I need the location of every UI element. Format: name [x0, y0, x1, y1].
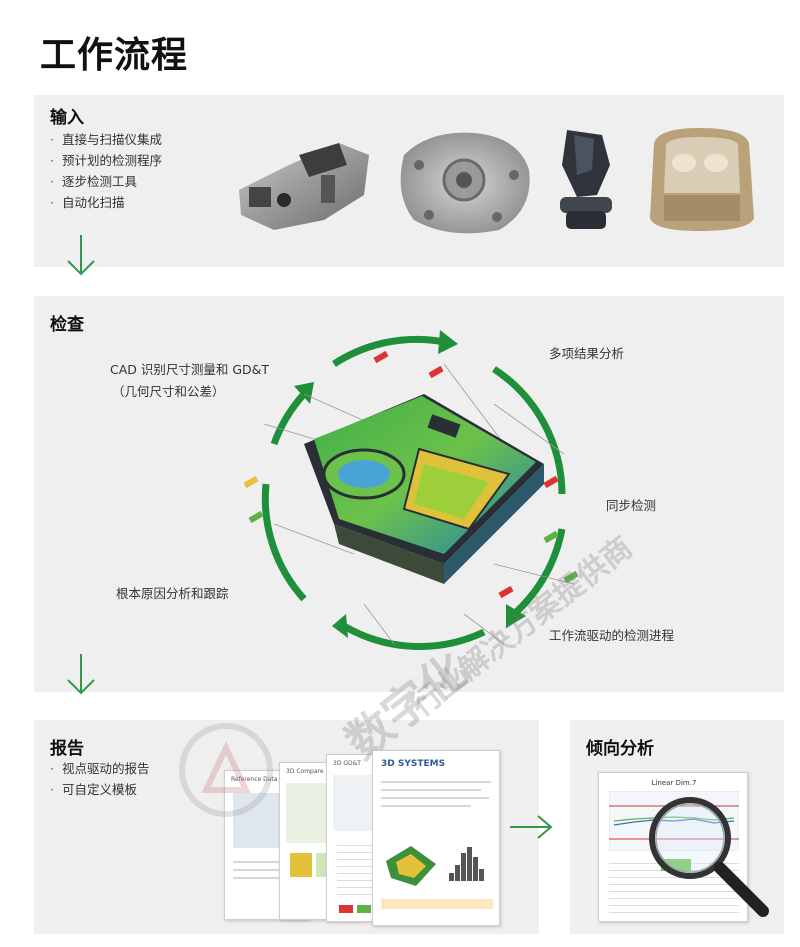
list-item: 自动化扫描 [50, 192, 162, 213]
list-item: 视点驱动的报告 [50, 758, 150, 779]
list-item: 可自定义模板 [50, 779, 150, 800]
sync-inspect-label: 同步检测 [606, 498, 657, 513]
doc-title: 3D Compare [286, 768, 324, 775]
root-cause-label: 根本原因分析和跟踪 [116, 586, 229, 601]
workflow-label: 工作流驱动的检测进程 [549, 628, 675, 643]
inspection-cycle-diagram [244, 330, 579, 650]
arrow-down-icon [67, 235, 95, 276]
report-title: 报告 [50, 739, 84, 759]
brand-logo: 3D SYSTEMS [381, 759, 446, 769]
trend-title: 倾向分析 [586, 739, 654, 759]
multi-analysis-label: 多项结果分析 [549, 346, 625, 361]
histogram-icon [449, 847, 484, 881]
list-item: 逐步检测工具 [50, 171, 162, 192]
magnifier-icon [649, 797, 769, 917]
metal-bracket-image [239, 143, 369, 230]
report-panel: 报告 视点驱动的报告 可自定义模板 Reference Data 3D Comp… [34, 720, 539, 934]
arrow-right-icon [510, 815, 553, 839]
inspect-panel: 检查 [34, 296, 784, 692]
page-title: 工作流程 [40, 35, 189, 76]
trend-panel: 倾向分析 Linear Dim.7 [570, 720, 784, 934]
report-list: 视点驱动的报告 可自定义模板 [50, 758, 150, 800]
list-item: 预计划的检测程序 [50, 150, 162, 171]
input-panel: 输入 直接与扫描仪集成 预计划的检测程序 逐步检测工具 自动化扫描 [34, 95, 784, 267]
inspect-title: 检查 [50, 315, 84, 335]
report-part-thumbnail [386, 846, 436, 886]
dark-casting-image [560, 130, 612, 229]
arrow-down-icon [67, 654, 95, 695]
watermark-logo-icon [179, 723, 273, 817]
cad-label: CAD 识别尺寸测量和 GD&T [110, 362, 270, 377]
trend-chart-title: Linear Dim.7 [651, 779, 697, 787]
list-item: 直接与扫描仪集成 [50, 129, 162, 150]
gearbox-housing-image [400, 132, 530, 234]
beige-shell-image [650, 128, 754, 231]
doc-title: 3D GD&T [333, 760, 361, 767]
report-doc-main: 3D SYSTEMS [372, 750, 500, 926]
doc-title: Reference Data [231, 776, 278, 783]
input-list: 直接与扫描仪集成 预计划的检测程序 逐步检测工具 自动化扫描 [50, 129, 162, 213]
cad-sub-label: （几何尺寸和公差） [112, 384, 225, 399]
input-title: 输入 [50, 108, 84, 128]
